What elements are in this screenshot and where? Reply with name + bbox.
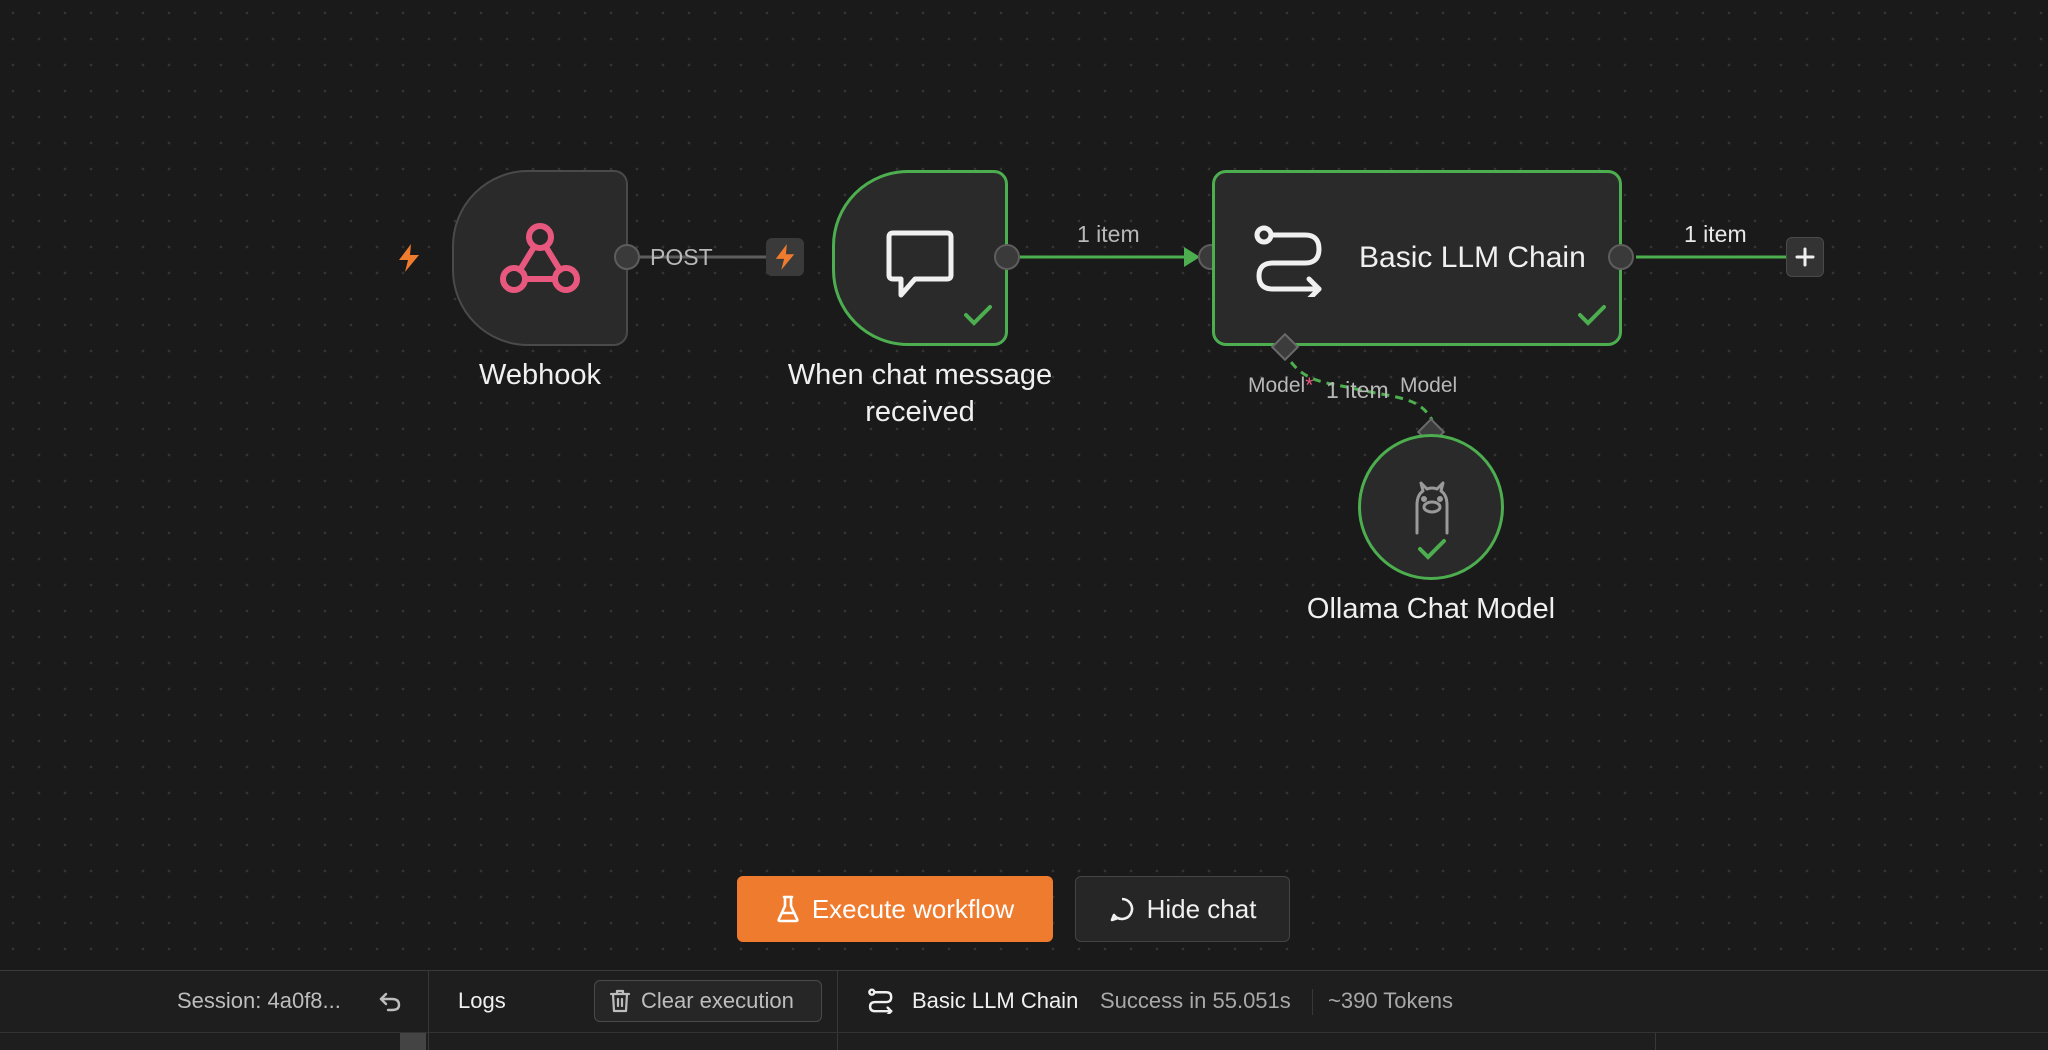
webhook-output-port[interactable]	[614, 244, 640, 270]
webhook-method-label: POST	[650, 244, 713, 270]
required-asterisk: *	[1305, 374, 1314, 397]
chain-model-input-label: Model*	[1248, 374, 1313, 398]
model-connection-edge	[1282, 349, 1434, 421]
execute-workflow-button[interactable]: Execute workflow	[737, 876, 1053, 942]
hide-chat-button[interactable]: Hide chat	[1075, 876, 1290, 942]
webhook-node-label: Webhook	[479, 359, 601, 391]
execute-workflow-label: Execute workflow	[811, 893, 1015, 924]
chat-trigger-bolt-icon[interactable]	[766, 238, 804, 276]
bar-divider	[428, 971, 429, 1050]
chain-out-item-count: 1 item	[1684, 221, 1747, 248]
chat-trigger-node-label: When chat message received	[787, 359, 1053, 428]
flask-icon	[777, 895, 799, 923]
chain-out-item-count-text: 1 item	[1684, 221, 1747, 247]
bar-divider	[837, 971, 838, 1050]
chain-route-icon	[868, 988, 894, 1019]
llm-chain-title: Basic LLM Chain	[1359, 241, 1586, 274]
ollama-node-label: Ollama Chat Model	[1306, 593, 1556, 625]
log-token-count: ~390 Tokens	[1328, 988, 1453, 1013]
add-node-button[interactable]	[1786, 237, 1824, 277]
chain-route-icon	[1253, 223, 1327, 302]
model-connection-item-count: 1 item	[1326, 377, 1389, 403]
webhook-trigger-bolt-icon	[396, 243, 422, 278]
chat-bubble-icon	[1110, 897, 1133, 922]
success-check-icon	[963, 303, 993, 332]
scrollbar-thumb[interactable]	[400, 1033, 426, 1050]
ollama-node[interactable]	[1358, 434, 1504, 580]
webhook-node[interactable]	[452, 170, 628, 346]
session-label: Session: 4a0f8...	[177, 988, 341, 1013]
ollama-model-output-label: Model	[1400, 374, 1458, 397]
clear-execution-button[interactable]: Clear execution	[594, 980, 822, 1022]
success-check-icon	[1417, 537, 1447, 566]
llm-chain-output-port[interactable]	[1608, 244, 1634, 270]
chat-to-chain-item-count: 1 item	[1077, 221, 1140, 247]
log-node-name[interactable]: Basic LLM Chain	[912, 988, 1079, 1013]
chat-to-chain-arrow	[1184, 247, 1200, 267]
webhook-icon	[498, 218, 582, 303]
reset-session-icon[interactable]	[378, 989, 402, 1018]
llm-chain-node[interactable]: Basic LLM Chain	[1212, 170, 1622, 346]
chat-trigger-output-port[interactable]	[994, 244, 1020, 270]
bottom-log-bar: Session: 4a0f8... Logs Clear execution B…	[0, 970, 2048, 1050]
chain-model-input-text: Model	[1248, 374, 1306, 397]
panel-separator	[0, 1032, 2048, 1033]
bar-divider	[1655, 1033, 1656, 1050]
connections-layer	[640, 247, 1790, 421]
chat-trigger-node[interactable]	[832, 170, 1008, 346]
plus-icon	[1795, 247, 1815, 267]
trash-icon	[609, 989, 631, 1013]
clear-execution-label: Clear execution	[641, 988, 794, 1013]
hide-chat-label: Hide chat	[1146, 893, 1257, 924]
chat-bubble-icon	[885, 229, 955, 306]
success-check-icon	[1577, 303, 1607, 332]
bar-divider	[1312, 989, 1313, 1015]
logs-tab[interactable]: Logs	[458, 988, 506, 1013]
log-status: Success in 55.051s	[1100, 988, 1291, 1013]
llama-icon	[1407, 481, 1457, 542]
